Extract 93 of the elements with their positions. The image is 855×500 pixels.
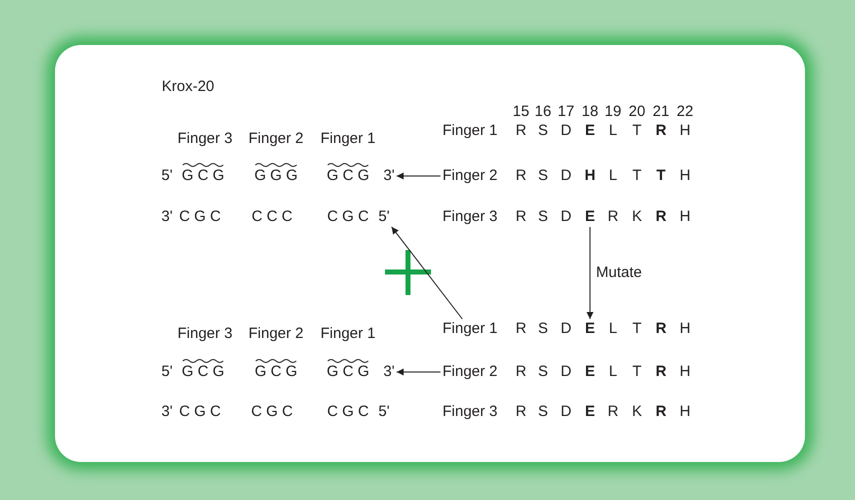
sequence-text: S bbox=[538, 363, 548, 381]
sequence-text: 5' bbox=[378, 403, 390, 421]
sequence-text: S bbox=[538, 320, 548, 338]
sequence-text: Finger 1 bbox=[320, 130, 376, 148]
sequence-text: Finger 1 bbox=[442, 122, 498, 140]
sequence-text: E bbox=[585, 403, 595, 421]
sequence-text: 3' bbox=[161, 208, 173, 226]
sequence-text: D bbox=[560, 167, 572, 185]
sequence-text: H bbox=[680, 403, 690, 421]
sequence-text: H bbox=[584, 167, 596, 185]
sequence-text: G C G bbox=[326, 363, 370, 381]
sequence-text: G C G bbox=[182, 167, 224, 185]
sequence-text: R bbox=[608, 403, 618, 421]
node-text: 3' bbox=[383, 363, 395, 381]
sequence-text: H bbox=[680, 208, 690, 226]
sequence-text: 20 bbox=[628, 103, 646, 121]
sequence-text: G C G bbox=[182, 363, 224, 381]
sequence-text: H bbox=[680, 122, 690, 140]
sequence-text: D bbox=[560, 122, 572, 140]
sequence-text: 19 bbox=[604, 103, 622, 121]
sequence-text: G G G bbox=[254, 167, 298, 185]
sequence-text: 22 bbox=[676, 103, 694, 121]
sequence-text: 16 bbox=[534, 103, 552, 121]
sequence-text: T bbox=[632, 320, 642, 338]
sequence-text: R bbox=[516, 122, 526, 140]
sequence-text: R bbox=[608, 208, 618, 226]
sequence-text: C G C bbox=[251, 403, 293, 421]
sequence-text: H bbox=[680, 167, 690, 185]
sequence-text: C G C bbox=[179, 403, 221, 421]
sequence-text: D bbox=[560, 320, 572, 338]
sequence-text: S bbox=[538, 167, 548, 185]
sequence-text: S bbox=[538, 122, 548, 140]
node-text: E bbox=[585, 208, 595, 226]
sequence-text: H bbox=[680, 363, 690, 381]
sequence-text: G C G bbox=[326, 167, 370, 185]
sequence-text: L bbox=[608, 122, 618, 140]
node-text: Finger 2 bbox=[442, 363, 498, 381]
sequence-text: Finger 3 bbox=[177, 325, 233, 343]
sequence-text: T bbox=[632, 363, 642, 381]
node-text: 3' bbox=[383, 167, 395, 185]
arrow bbox=[396, 368, 441, 376]
sequence-text: T bbox=[632, 167, 642, 185]
sequence-text: G C G bbox=[254, 363, 298, 381]
sequence-text: C G C bbox=[179, 208, 221, 226]
sequence-text: R bbox=[656, 320, 666, 338]
sequence-text: R bbox=[656, 363, 666, 381]
sequence-text: R bbox=[516, 208, 526, 226]
sequence-text: Finger 3 bbox=[177, 130, 233, 148]
sequence-text: C G C bbox=[327, 403, 369, 421]
sequence-text: C G C bbox=[327, 208, 369, 226]
node-text: Finger 1 bbox=[442, 320, 498, 338]
sequence-text: R bbox=[516, 363, 526, 381]
arrow bbox=[586, 226, 594, 320]
node-text: Finger 2 bbox=[442, 167, 498, 185]
sequence-text: Finger 2 bbox=[248, 325, 304, 343]
arrow bbox=[391, 226, 463, 320]
sequence-text: Finger 3 bbox=[442, 403, 498, 421]
sequence-text: L bbox=[608, 167, 618, 185]
sequence-text: E bbox=[585, 122, 595, 140]
sequence-text: R bbox=[516, 167, 526, 185]
sequence-text: Finger 3 bbox=[442, 208, 498, 226]
sequence-text: K bbox=[632, 403, 642, 421]
sequence-text: C C C bbox=[252, 208, 292, 226]
sequence-text: K bbox=[632, 208, 642, 226]
sequence-text: R bbox=[656, 208, 666, 226]
sequence-text: T bbox=[656, 167, 666, 185]
sequence-text: Finger 2 bbox=[248, 130, 304, 148]
sequence-text: 17 bbox=[558, 103, 574, 121]
node-text: 5' bbox=[378, 208, 390, 226]
sequence-text: T bbox=[632, 122, 642, 140]
sequence-text: R bbox=[656, 122, 666, 140]
sequence-text: D bbox=[560, 208, 572, 226]
sequence-text: H bbox=[680, 320, 690, 338]
sequence-text: L bbox=[608, 320, 618, 338]
sequence-text: D bbox=[560, 403, 572, 421]
sequence-text: D bbox=[560, 363, 572, 381]
sequence-text: 21 bbox=[652, 103, 670, 121]
sequence-text: 3' bbox=[161, 403, 173, 421]
sequence-text: L bbox=[608, 363, 618, 381]
sequence-text: S bbox=[538, 403, 548, 421]
sequence-text: E bbox=[585, 363, 595, 381]
sequence-text: Finger 1 bbox=[320, 325, 376, 343]
sequence-text: 5' bbox=[161, 167, 173, 185]
sequence-text: R bbox=[516, 403, 526, 421]
sequence-text: R bbox=[656, 403, 666, 421]
arrow bbox=[396, 172, 441, 180]
sequence-text: Krox-20 bbox=[162, 78, 214, 96]
sequence-text: 5' bbox=[161, 363, 173, 381]
sequence-text: 15 bbox=[512, 103, 530, 121]
sequence-text: S bbox=[538, 208, 548, 226]
node-text: E bbox=[585, 320, 595, 338]
sequence-text: R bbox=[516, 320, 526, 338]
sequence-text: 18 bbox=[582, 103, 598, 121]
